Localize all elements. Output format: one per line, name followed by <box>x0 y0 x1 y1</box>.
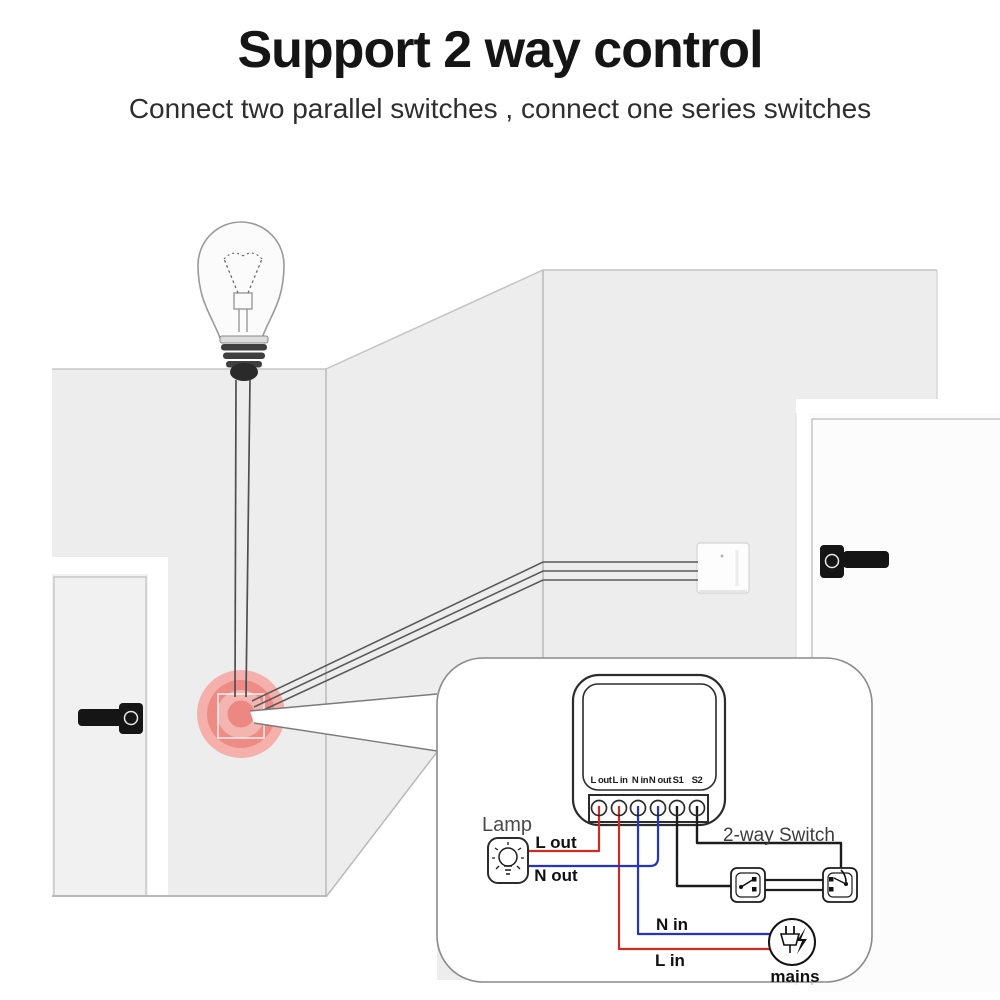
lightning-bolt-icon <box>797 927 807 954</box>
wall-switch-plate <box>696 542 750 594</box>
wire-l-in <box>617 806 772 951</box>
lamp-label: Lamp <box>482 814 532 836</box>
terminal-2 <box>610 799 628 817</box>
wire-n-out <box>528 806 660 868</box>
device-inner-panel <box>582 683 717 791</box>
label-n-out: N out <box>534 866 578 885</box>
diagram-wires <box>528 806 843 951</box>
right-door-frame-top <box>796 399 1000 413</box>
page-header: Support 2 way control Connect two parall… <box>0 0 1000 125</box>
bulb-globe <box>197 221 285 339</box>
ceiling-edge <box>325 269 544 370</box>
terminal-label-l-in: L in <box>612 775 628 786</box>
label-n-in: N in <box>656 915 688 934</box>
left-door-handle-icon <box>78 703 143 734</box>
callout-tail <box>249 693 438 752</box>
terminal-label-n-out: N out <box>649 775 673 786</box>
label-l-in: L in <box>655 951 685 970</box>
wire-s1 <box>675 806 731 888</box>
middle-wall-bottom-edge <box>325 751 438 898</box>
terminal-label-s2: S2 <box>692 775 703 786</box>
lamp-bulb-glyph <box>492 842 524 875</box>
smart-switch-device: L out L in N in N out S1 S2 <box>571 673 727 827</box>
right-door-handle-icon <box>820 545 889 578</box>
terminal-label-l-out: L out <box>590 775 612 786</box>
terminal-label-s1: S1 <box>673 775 685 786</box>
terminal-5 <box>668 799 686 817</box>
left-door-frame-side <box>148 557 168 897</box>
terminal-4 <box>649 799 667 817</box>
lamp-icon <box>487 837 529 884</box>
page-title: Support 2 way control <box>237 21 763 79</box>
mains-icon <box>768 918 816 966</box>
switch-box-right <box>822 867 858 903</box>
wire-s2 <box>695 806 843 870</box>
device-terminals <box>590 799 706 817</box>
label-l-out: L out <box>535 833 577 852</box>
left-door-frame-top <box>52 557 168 574</box>
bulb-wires <box>234 379 251 698</box>
bulb-filament <box>223 252 263 332</box>
terminal-3 <box>629 799 647 817</box>
wire-n-in <box>636 806 771 936</box>
plug-icon <box>779 926 801 953</box>
two-way-switch-label: 2-way Switch <box>723 825 835 846</box>
junction-highlight <box>197 670 285 758</box>
terminal-label-n-in: N in <box>632 775 649 786</box>
mains-label: mains <box>770 967 819 986</box>
bulb-base <box>219 335 269 381</box>
terminal-6 <box>688 799 706 817</box>
light-bulb-icon <box>197 221 285 381</box>
left-door-outline <box>53 576 147 895</box>
page-subtitle: Connect two parallel switches , connect … <box>128 93 872 124</box>
switch-box-left <box>730 867 766 903</box>
terminal-strip <box>588 794 709 823</box>
wall-switch-wires <box>251 561 698 714</box>
left-door <box>52 574 148 897</box>
wire-l-out <box>528 806 601 853</box>
traveler-wires <box>765 878 823 892</box>
right-wall-upper <box>543 270 937 399</box>
terminal-1 <box>590 799 608 817</box>
